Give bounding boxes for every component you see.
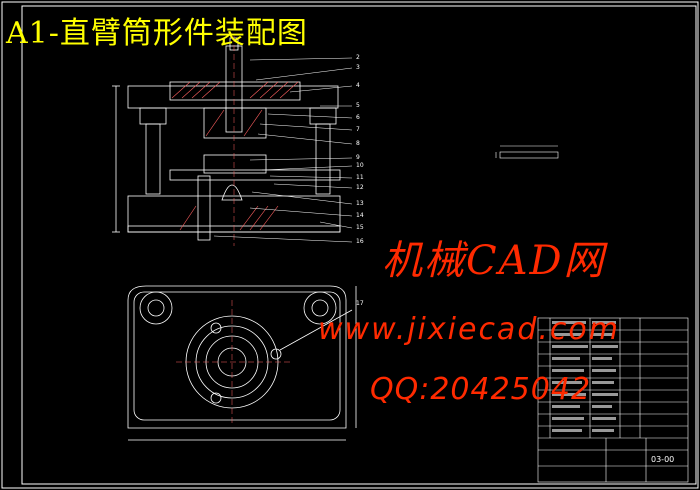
part-number-label: 7 [356, 126, 360, 133]
title-block [537, 317, 689, 483]
part-number-label: 17 [356, 300, 364, 307]
watermark-url: www.jixiecad.com [318, 312, 620, 347]
part-number-label: 2 [356, 54, 360, 61]
leader-lines [213, 57, 353, 243]
part-number-label: 15 [356, 224, 364, 231]
part-number-label: 4 [356, 82, 360, 89]
part-number-label: 14 [356, 212, 364, 219]
part-number-label: 10 [356, 162, 364, 169]
watermark-site-name: 机械CAD网 [382, 238, 606, 284]
part-number-label: 13 [356, 200, 364, 207]
plan-view [127, 285, 357, 441]
watermark-qq: QQ:20425042 [370, 372, 592, 407]
part-number-label: 11 [356, 174, 364, 181]
inner-frame [21, 5, 697, 485]
part-number-label: 9 [356, 154, 360, 161]
section-view [112, 36, 341, 246]
part-number-label: 3 [356, 64, 360, 71]
title-block-fill [552, 321, 618, 432]
workpiece-view [495, 145, 559, 159]
part-number-label: 5 [356, 102, 360, 109]
part-number-label: 6 [356, 114, 360, 121]
part-number-label: 8 [356, 140, 360, 147]
drawing-title: A1-直臂筒形件装配图 [6, 16, 308, 51]
part-number-label: 12 [356, 184, 364, 191]
drawing-code: 03-00 [651, 455, 675, 464]
part-number-label: 16 [356, 238, 364, 245]
